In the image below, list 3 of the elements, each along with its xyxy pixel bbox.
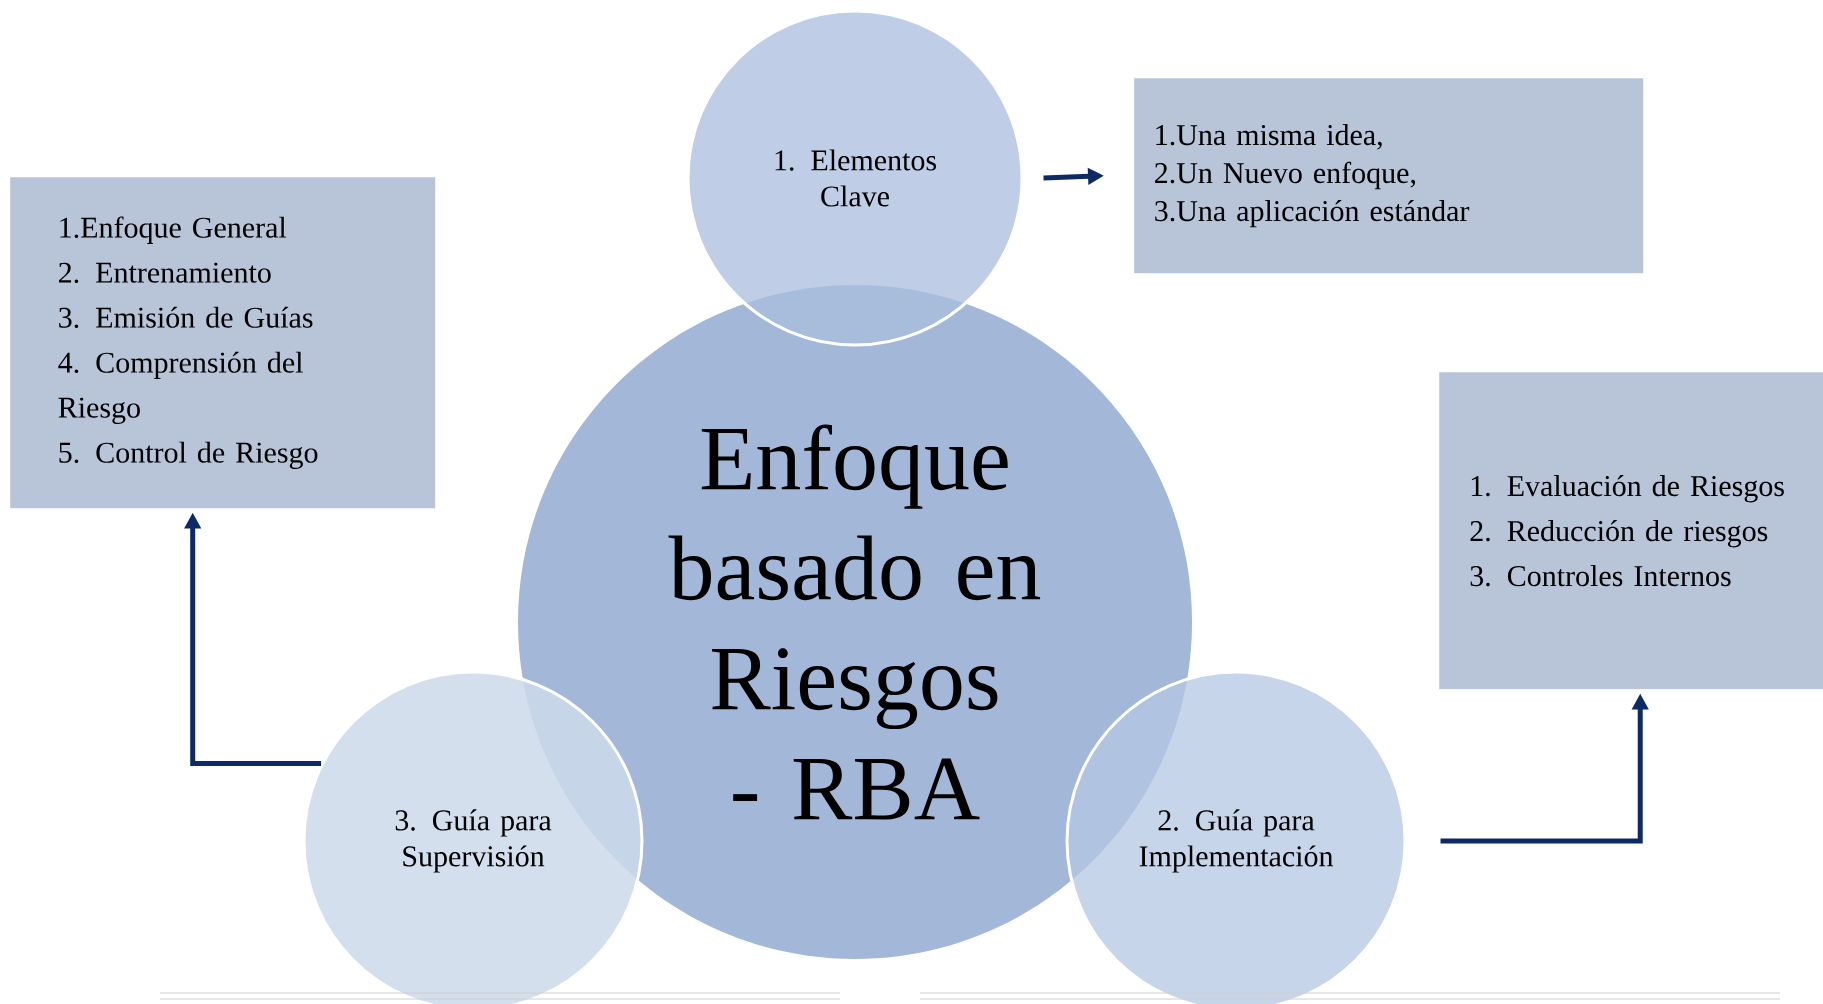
text-box: 1.Enfoque General 2. Entrenamiento 3. Emisión de Guías 4. Comprensión del Riesgo 5. Control de Riesgo bbox=[10, 177, 436, 509]
text-box: 1.Una misma idea, 2.Un Nuevo enfoque, 3.Una aplicación estándar bbox=[1134, 78, 1644, 274]
text-box: 1. Evaluación de Riesgos 2. Reducción de riesgos 3. Controles Internos bbox=[1439, 372, 1823, 690]
